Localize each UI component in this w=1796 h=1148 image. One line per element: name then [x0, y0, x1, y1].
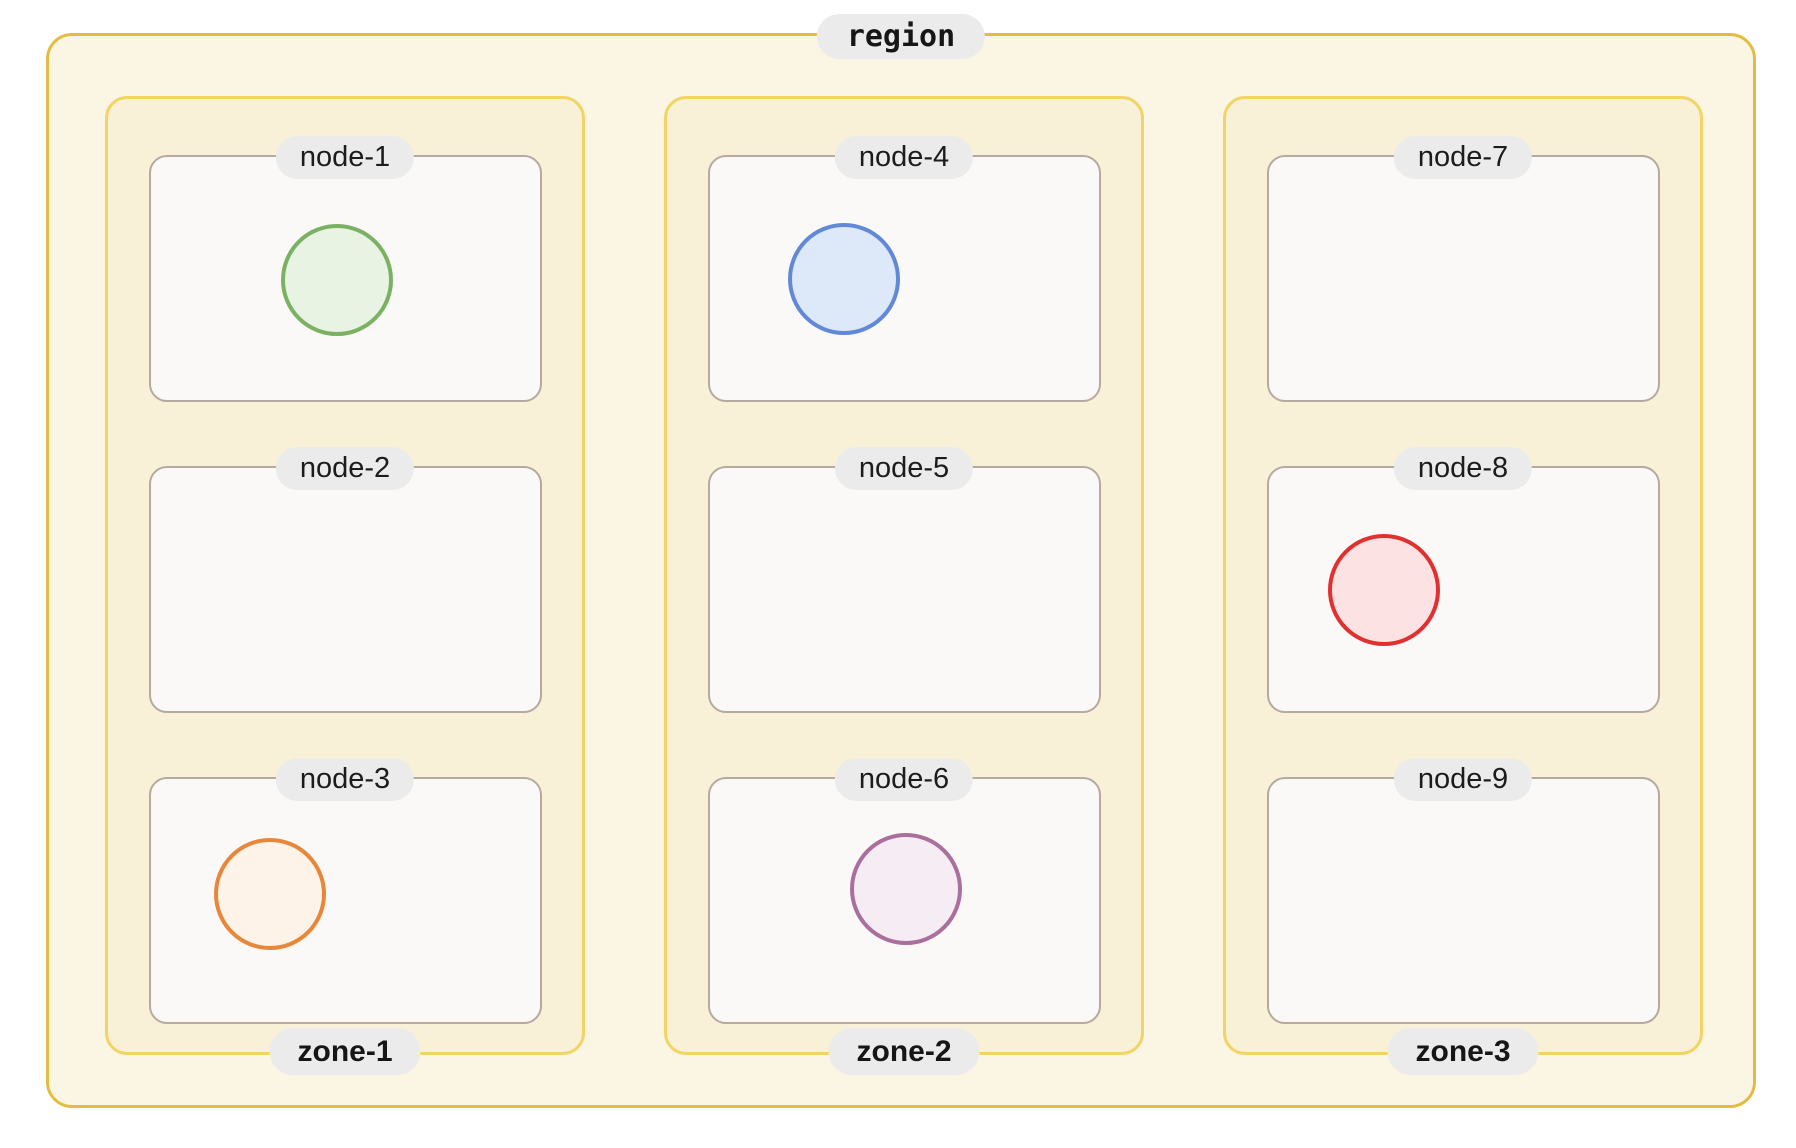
node-box-node-3: node-3	[148, 758, 542, 1024]
node-9-label: node-9	[1393, 758, 1533, 802]
node-box-node-8: node-8	[1266, 447, 1660, 713]
node-box-node-9: node-9	[1266, 758, 1660, 1024]
node-box-node-6: node-6	[707, 758, 1101, 1024]
node-5-label: node-5	[834, 447, 974, 491]
node-7-label: node-7	[1393, 136, 1533, 180]
pod-circle-purple	[849, 833, 962, 945]
zone-2-container: node-4 node-5 node-6 zone-2	[664, 96, 1144, 1075]
node-8-label: node-8	[1393, 447, 1533, 491]
zone-3-container: node-7 node-8 node-9 zone-3	[1223, 96, 1703, 1075]
zone-3-label: zone-3	[1387, 1028, 1539, 1075]
node-box-node-4: node-4	[707, 136, 1101, 402]
node-box-node-1: node-1	[148, 136, 542, 402]
region-label: region	[816, 14, 986, 59]
pod-circle-blue	[787, 223, 900, 335]
zone-2-label: zone-2	[828, 1028, 980, 1075]
node-3-label: node-3	[275, 758, 415, 802]
pod-circle-red	[1327, 534, 1440, 646]
node-1-label: node-1	[275, 136, 415, 180]
zone-1-container: node-1 node-2 node-3 zone-1	[105, 96, 585, 1075]
node-4-label: node-4	[834, 136, 974, 180]
zone-1-label: zone-1	[269, 1028, 421, 1075]
node-6-label: node-6	[834, 758, 974, 802]
node-2-label: node-2	[275, 447, 415, 491]
pod-circle-orange	[213, 838, 326, 950]
node-box-node-5: node-5	[707, 447, 1101, 713]
node-box-node-2: node-2	[148, 447, 542, 713]
node-box-node-7: node-7	[1266, 136, 1660, 402]
region-container: region node-1 node-2 node-3 zone-1 node-…	[46, 14, 1756, 1108]
pod-circle-green	[280, 224, 393, 336]
